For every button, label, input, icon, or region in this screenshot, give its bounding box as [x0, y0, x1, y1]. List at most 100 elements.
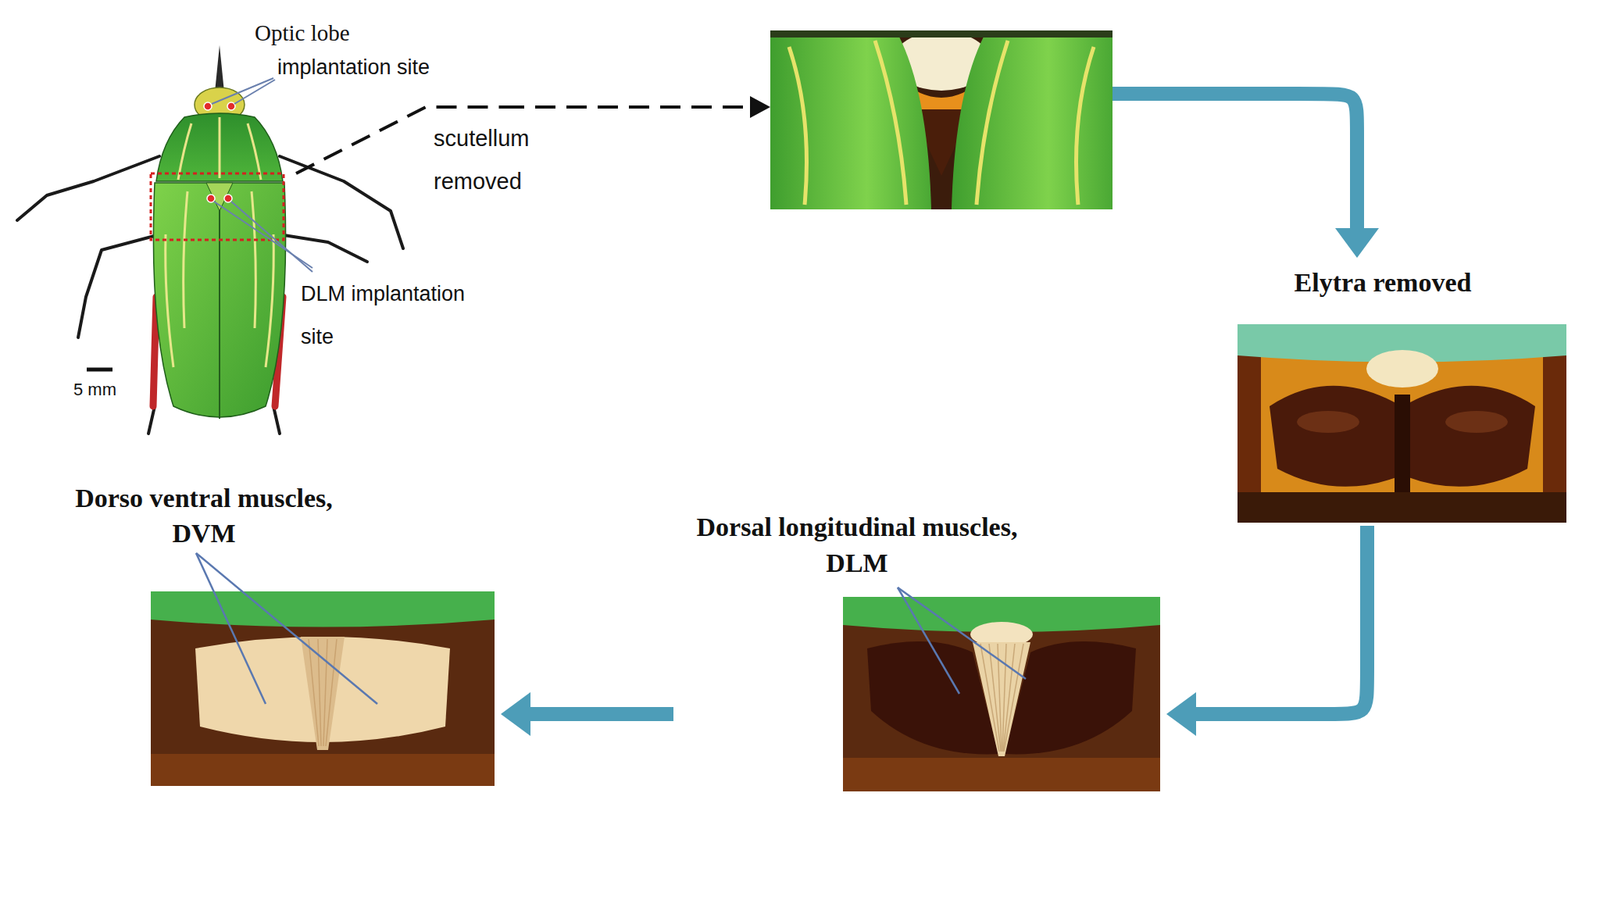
drawn-shape — [951, 35, 1113, 210]
drawn-shape — [279, 156, 404, 249]
drawn-shape — [325, 639, 337, 747]
connector-line — [1112, 93, 1358, 230]
drawn-shape — [273, 406, 280, 434]
drawn-shape — [278, 234, 368, 262]
elytral-suture — [218, 182, 221, 419]
drawn-shape — [875, 40, 907, 205]
drawn-shape — [1394, 394, 1411, 497]
drawn-shape — [1076, 46, 1095, 205]
flow-arrow — [1112, 93, 1379, 258]
drawn-shape — [1406, 385, 1536, 487]
drawn-shape — [251, 191, 256, 329]
drawn-shape — [150, 753, 495, 786]
text-slot: DLM implantation site — [300, 272, 497, 359]
drawn-shape — [1366, 350, 1439, 388]
scale-label: 5 mm — [73, 378, 117, 401]
text-slot: Elytra removed — [1294, 266, 1472, 300]
photo-panel — [770, 30, 1113, 210]
drawn-shape — [1445, 410, 1508, 433]
drawn-shape — [980, 643, 1024, 752]
drawn-shape — [1296, 410, 1360, 433]
implant-dot — [227, 102, 236, 111]
text-slot: scutellum removed — [433, 117, 551, 204]
drawn-shape — [231, 201, 313, 272]
flow-arrow — [500, 692, 674, 736]
drawn-shape — [214, 201, 313, 268]
drawn-shape — [211, 78, 274, 104]
beetle-pronotum — [156, 113, 283, 182]
drawn-shape — [1269, 385, 1399, 487]
beetle-scutellum — [206, 182, 233, 211]
drawn-shape — [308, 639, 337, 747]
callout-label: DLM implantation site — [300, 272, 497, 359]
drawn-shape — [976, 40, 1008, 205]
drawn-shape — [842, 596, 1161, 792]
drawn-shape — [247, 123, 261, 180]
drawn-shape — [789, 46, 808, 205]
arrowhead — [750, 96, 771, 118]
panel-heading: Dorso ventral muscles, DVM — [59, 480, 349, 551]
photo-dvm — [150, 591, 495, 786]
arrowhead — [1335, 228, 1379, 258]
drawn-shape — [234, 79, 275, 104]
leader-lines — [211, 78, 313, 272]
arrowhead — [500, 692, 531, 736]
drawn-shape — [789, 40, 1094, 205]
drawn-shape — [1237, 492, 1567, 523]
drawn-shape — [17, 156, 160, 221]
drawn-shape — [897, 587, 960, 694]
text-slot: implantation site — [277, 53, 430, 82]
beetle-femur — [153, 296, 157, 407]
step-label: scutellum removed — [433, 117, 551, 204]
implant-dot — [224, 194, 233, 203]
drawn-shape — [770, 30, 1113, 210]
panel-heading: Elytra removed — [1294, 266, 1472, 300]
callout-label: implantation site — [277, 53, 430, 82]
drawn-shape — [897, 587, 1026, 679]
photo-panel: Elytra removed — [1234, 257, 1570, 526]
pronotum-stripes — [178, 117, 261, 180]
drawn-shape — [148, 406, 155, 434]
drawn-shape — [165, 234, 174, 368]
connector-line — [528, 707, 674, 722]
drawn-shape — [265, 234, 274, 368]
drawn-shape — [972, 642, 1031, 757]
photo-elytra-removed — [1237, 324, 1567, 523]
drawn-shape — [1003, 643, 1024, 752]
flow-arrow — [503, 96, 771, 118]
drawn-shape — [980, 643, 1000, 752]
drawn-shape — [770, 30, 1113, 38]
drawn-shape — [1237, 324, 1567, 523]
drawn-shape — [196, 553, 378, 704]
text-slot: Dorso ventral muscles, DVM — [59, 480, 349, 551]
drawn-shape — [770, 35, 932, 210]
implant-dot — [203, 102, 212, 111]
implant-dot — [207, 194, 215, 203]
elytra-stripes — [165, 191, 275, 368]
panel-heading: Dorsal longitudinal muscles, DLM — [681, 509, 1033, 582]
photo-panel: Dorsal longitudinal muscles, DLM — [673, 503, 1167, 795]
drawn-shape — [78, 234, 161, 338]
connector-line — [1194, 525, 1368, 715]
drawn-shape — [150, 591, 495, 786]
scale-bar — [86, 367, 113, 372]
drawn-shape — [323, 639, 328, 747]
text-slot: Optic lobe — [254, 18, 350, 47]
drawn-shape — [842, 757, 1161, 792]
arrowhead — [1166, 692, 1197, 736]
drawn-shape — [150, 591, 495, 628]
text-slot: 5 mm — [73, 378, 117, 401]
drawn-shape — [178, 123, 192, 180]
drawn-shape — [183, 191, 188, 329]
beetle-horn — [214, 45, 225, 93]
beetle-panel: Optic lobe implantation siteDLM implantat… — [11, 14, 504, 442]
leader-lines — [196, 553, 1026, 704]
text-slot: Dorsal longitudinal muscles, DLM — [681, 509, 1033, 582]
drawn-shape — [196, 553, 266, 704]
drawn-shape — [218, 117, 222, 179]
drawn-shape — [300, 636, 345, 750]
photo-dlm — [842, 596, 1161, 792]
callout-label: Optic lobe — [254, 18, 350, 47]
